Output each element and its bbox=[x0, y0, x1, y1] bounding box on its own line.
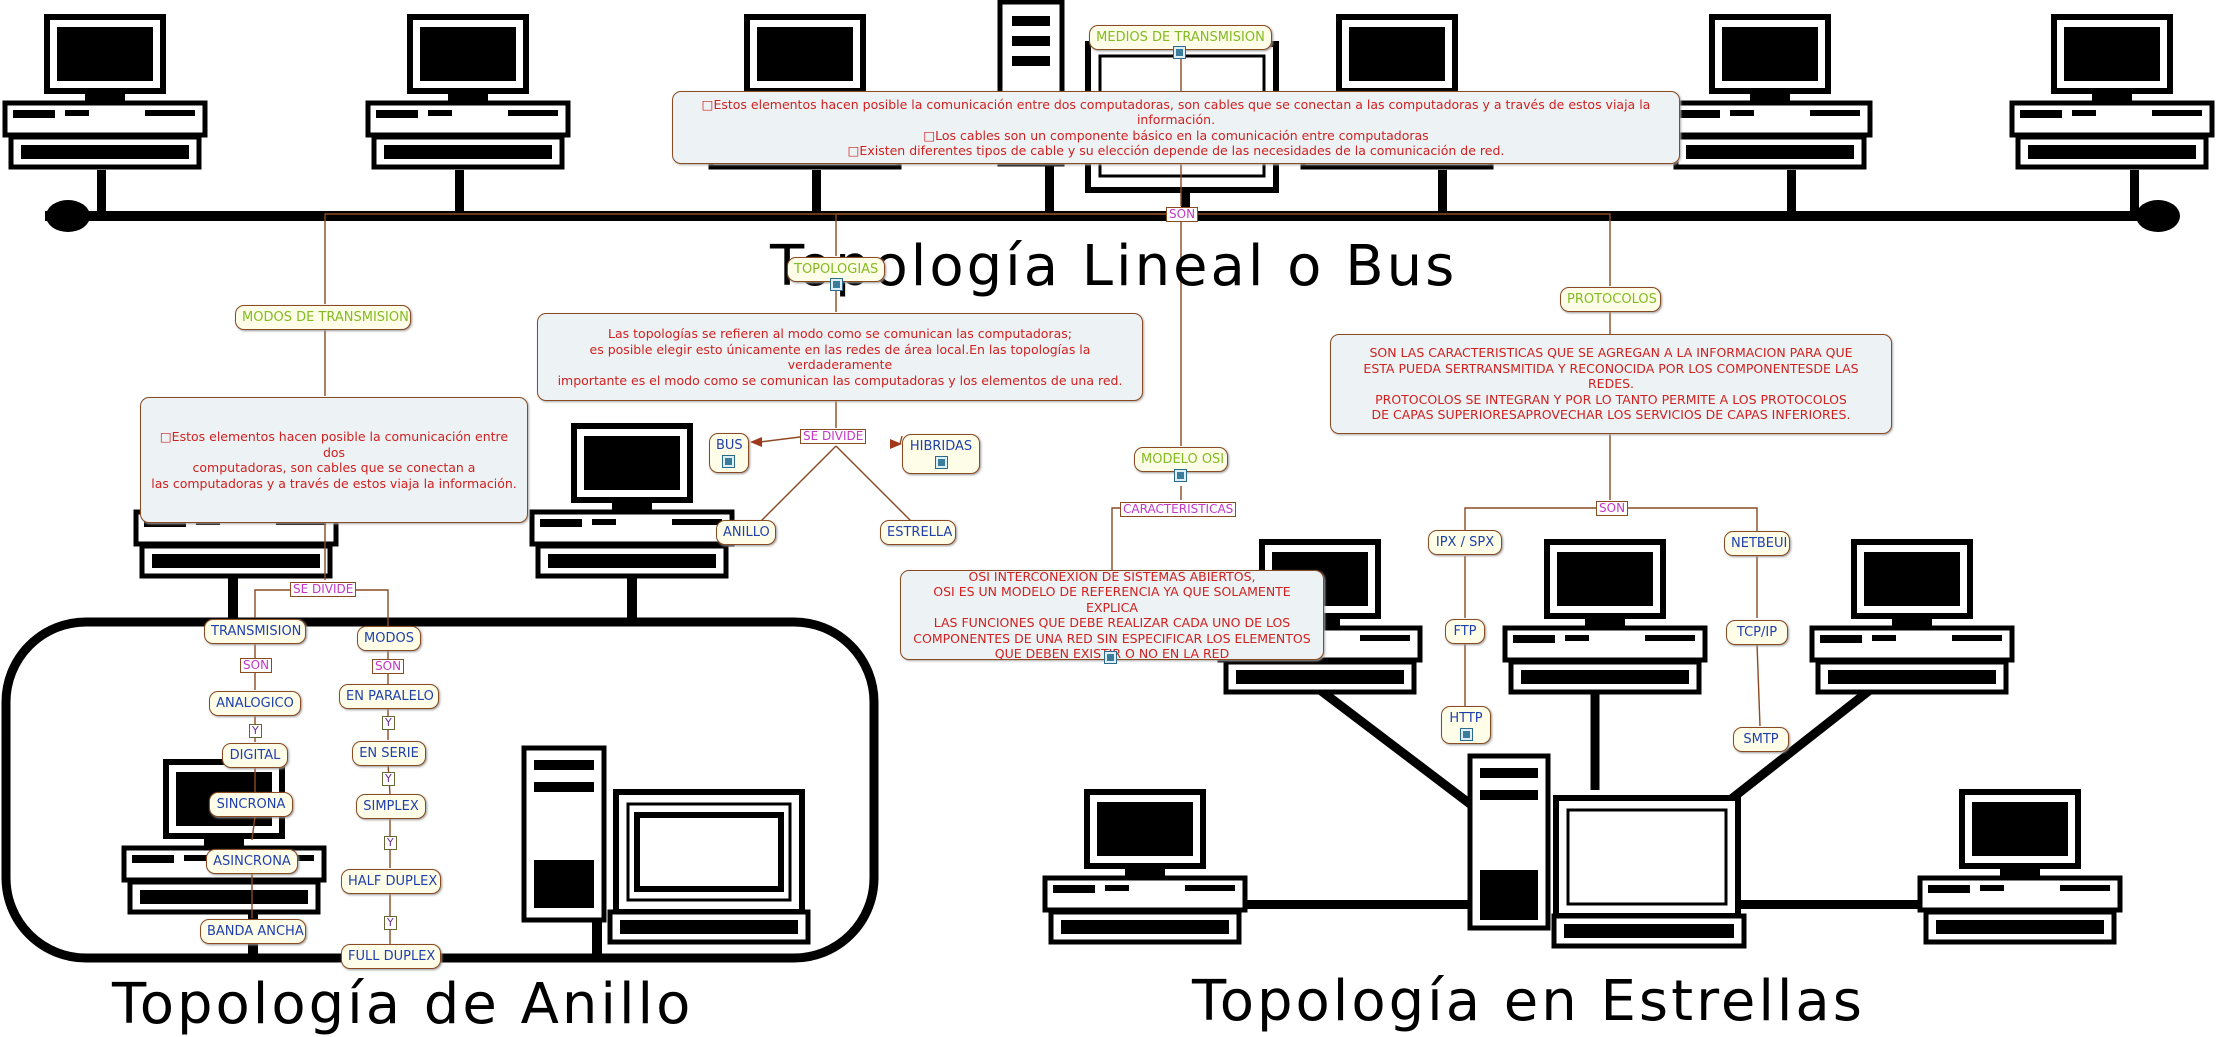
title-ring-topology: Topología de Anillo bbox=[112, 972, 694, 1037]
node-anillo[interactable]: ANILLO bbox=[716, 520, 776, 545]
desc-medios: □Estos elementos hacen posible la comuni… bbox=[672, 91, 1680, 164]
node-asincrona[interactable]: ASINCRONA bbox=[206, 849, 298, 874]
topologias-icon[interactable] bbox=[830, 278, 843, 291]
node-full-duplex[interactable]: FULL DUPLEX bbox=[341, 944, 441, 969]
modelo-osi-icon[interactable] bbox=[1174, 469, 1187, 482]
node-topologias[interactable]: TOPOLOGIAS bbox=[787, 257, 885, 282]
concept-connectors bbox=[251, 48, 1761, 944]
node-modos[interactable]: MODOS bbox=[357, 626, 421, 651]
ring-topology-art bbox=[1, 426, 879, 963]
label-son-transmision: SON bbox=[240, 658, 273, 673]
node-protocolos[interactable]: PROTOCOLOS bbox=[1560, 287, 1661, 312]
node-modos-de-transmision[interactable]: MODOS DE TRANSMISION bbox=[235, 305, 411, 330]
node-en-serie[interactable]: EN SERIE bbox=[352, 741, 426, 766]
label-caracteristicas: CARACTERISTICAS bbox=[1120, 502, 1237, 517]
label-son-top: SON bbox=[1166, 207, 1199, 222]
node-smtp[interactable]: SMTP bbox=[1733, 727, 1789, 752]
desc-protocolos: SON LAS CARACTERISTICAS QUE SE AGREGAN A… bbox=[1330, 334, 1892, 434]
node-medios-de-transmision[interactable]: MEDIOS DE TRANSMISION bbox=[1089, 25, 1272, 50]
desc-modelo-osi: OSI INTERCONEXION DE SISTEMAS ABIERTOS,O… bbox=[900, 569, 1324, 661]
node-estrella[interactable]: ESTRELLA bbox=[880, 520, 956, 545]
desc-topologias: Las topologías se refieren al modo como … bbox=[537, 313, 1143, 401]
node-digital[interactable]: DIGITAL bbox=[222, 743, 288, 768]
node-en-paralelo[interactable]: EN PARALELO bbox=[339, 684, 439, 709]
label-se-divide-topologias: SE DIVIDE bbox=[800, 429, 867, 444]
desc-modos-transmision: □Estos elementos hacen posible la comuni… bbox=[140, 397, 528, 523]
node-modelo-osi[interactable]: MODELO OSI bbox=[1134, 447, 1228, 472]
title-star-topology: Topología en Estrellas bbox=[1192, 969, 1865, 1034]
node-tcp-ip[interactable]: TCP/IP bbox=[1726, 620, 1788, 645]
label-son-protocolos: SON bbox=[1596, 501, 1629, 516]
osi-icon[interactable] bbox=[1104, 651, 1117, 664]
node-sincrona[interactable]: SINCRONA bbox=[209, 792, 293, 817]
node-half-duplex[interactable]: HALF DUPLEX bbox=[341, 869, 441, 894]
node-ipx-spx[interactable]: IPX / SPX bbox=[1428, 530, 1502, 555]
medios-icon[interactable] bbox=[1173, 46, 1186, 59]
node-banda-ancha[interactable]: BANDA ANCHA bbox=[200, 919, 306, 944]
node-simplex[interactable]: SIMPLEX bbox=[356, 794, 426, 819]
label-y: Y bbox=[249, 724, 262, 738]
label-se-divide-modos: SE DIVIDE bbox=[290, 582, 357, 597]
label-son-modos: SON bbox=[372, 659, 405, 674]
label-y: Y bbox=[384, 916, 397, 930]
bus-icon[interactable] bbox=[722, 455, 735, 468]
http-icon[interactable] bbox=[1460, 728, 1473, 741]
star-topology-art bbox=[1045, 542, 2120, 949]
node-ftp[interactable]: FTP bbox=[1445, 619, 1485, 644]
node-analogico[interactable]: ANALOGICO bbox=[209, 691, 301, 716]
node-transmision[interactable]: TRANSMISION bbox=[204, 619, 306, 644]
label-y: Y bbox=[382, 716, 395, 730]
hibridas-icon[interactable] bbox=[935, 456, 948, 469]
node-netbeui[interactable]: NETBEUI bbox=[1724, 531, 1790, 556]
node-bus[interactable]: BUS bbox=[709, 433, 749, 473]
label-y: Y bbox=[382, 772, 395, 786]
label-y: Y bbox=[384, 836, 397, 850]
